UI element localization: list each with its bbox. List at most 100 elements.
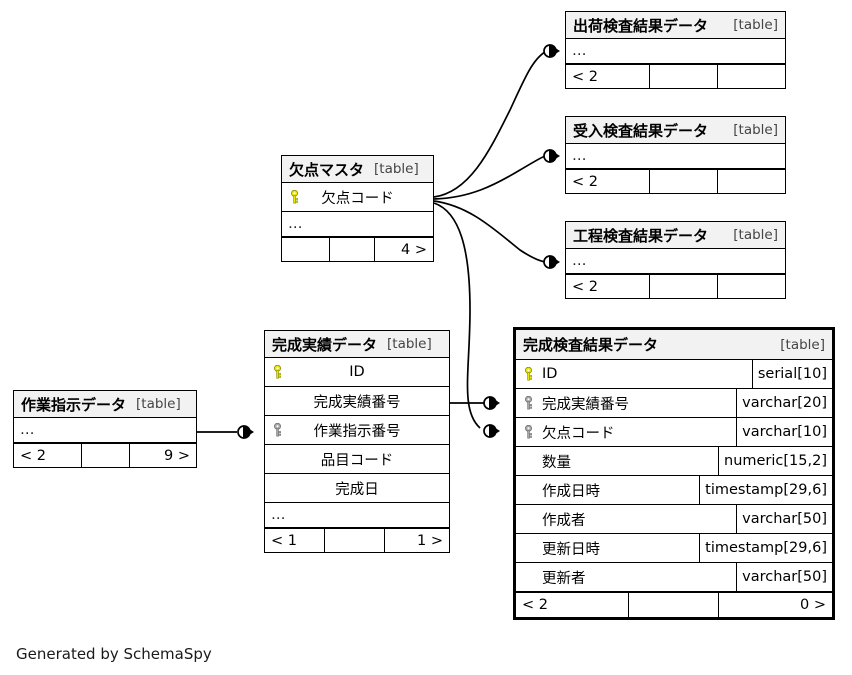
footer-middle xyxy=(325,529,385,552)
column-sakusei-nichiji: 作成日時 xyxy=(516,476,699,504)
table-row[interactable]: 更新日時 timestamp[29,6] xyxy=(516,534,832,563)
table-sagyou-shiji-data[interactable]: 作業指示データ [table] … < 2 9 > xyxy=(13,390,197,468)
footer-children-count: 9 > xyxy=(164,447,190,464)
footer-children-count xyxy=(718,65,785,88)
table-row[interactable]: 品目コード xyxy=(265,445,449,474)
table-row[interactable]: 数量 numeric[15,2] xyxy=(516,447,832,476)
column-label: 作成日時 xyxy=(542,483,600,500)
column-label: 欠点コード xyxy=(321,190,394,207)
table-header: 工程検査結果データ [table] xyxy=(566,222,785,249)
columns-ellipsis: … xyxy=(14,418,196,443)
table-row[interactable]: ID serial[10] xyxy=(516,360,832,389)
table-row[interactable]: ID xyxy=(265,358,449,387)
table-header: 欠点マスタ [table] xyxy=(282,156,433,183)
primary-key-icon xyxy=(274,365,281,379)
column-sakuseisha: 作成者 xyxy=(516,505,736,533)
column-type: varchar[50] xyxy=(736,563,832,591)
footer-children-count: 0 > xyxy=(800,597,826,613)
table-footer: < 2 9 > xyxy=(14,443,196,467)
table-type-tag: [table] xyxy=(136,396,181,412)
column-id: ID xyxy=(516,360,752,388)
column-label: 完成実績番号 xyxy=(313,394,401,411)
table-type-tag: [table] xyxy=(780,336,825,353)
table-type-tag: [table] xyxy=(387,336,432,352)
column-label: 欠点コード xyxy=(542,425,615,442)
table-kansei-jisseki-data[interactable]: 完成実績データ [table] ID 完成実績番号 xyxy=(264,330,450,553)
column-label: 作成者 xyxy=(542,512,586,529)
column-label: ID xyxy=(349,364,365,380)
footer-middle xyxy=(650,170,718,193)
column-ketten-code: 欠点コード xyxy=(516,418,736,446)
column-label: ID xyxy=(542,366,558,382)
footer-parents-count: < 1 xyxy=(265,529,325,552)
column-koushin-nichiji: 更新日時 xyxy=(516,534,699,562)
table-footer: < 2 xyxy=(566,274,785,298)
foreign-key-icon xyxy=(274,423,281,437)
table-title: 作業指示データ xyxy=(21,395,127,414)
table-ketten-master[interactable]: 欠点マスタ [table] 欠点コード … 4 > xyxy=(281,155,434,262)
table-kotei-kensa-kekka-data[interactable]: 工程検査結果データ [table] … < 2 xyxy=(565,221,786,299)
column-kansei-bi: 完成日 xyxy=(265,474,449,502)
table-shukka-kensa-kekka-data[interactable]: 出荷検査結果データ [table] … < 2 xyxy=(565,11,786,89)
footer-parents-count: < 2 xyxy=(566,275,650,298)
column-type: varchar[10] xyxy=(736,418,832,446)
table-row[interactable]: 完成日 xyxy=(265,474,449,503)
table-footer: 4 > xyxy=(282,237,433,261)
table-row[interactable]: 作業指示番号 xyxy=(265,416,449,445)
primary-key-icon xyxy=(291,190,298,204)
column-label: 更新日時 xyxy=(542,541,600,558)
table-title: 完成実績データ xyxy=(272,335,378,354)
edge-shiji-to-jisseki xyxy=(197,425,254,439)
columns-ellipsis: … xyxy=(265,503,449,528)
footer-children-count xyxy=(718,275,785,298)
table-row[interactable]: 作成日時 timestamp[29,6] xyxy=(516,476,832,505)
column-ketten-code: 欠点コード xyxy=(282,183,433,211)
table-row[interactable]: 完成実績番号 varchar[20] xyxy=(516,389,832,418)
table-kansei-kensa-kekka-data[interactable]: 完成検査結果データ [table] ID serial[10] 完 xyxy=(513,327,835,620)
table-row[interactable]: 更新者 varchar[50] xyxy=(516,563,832,592)
table-row[interactable]: 作成者 varchar[50] xyxy=(516,505,832,534)
table-title: 完成検査結果データ xyxy=(523,336,659,354)
table-header: 受入検査結果データ [table] xyxy=(566,117,785,144)
footer-middle xyxy=(650,65,718,88)
footer-parents-count xyxy=(282,238,330,261)
table-header: 完成検査結果データ [table] xyxy=(516,330,832,360)
table-footer: < 2 xyxy=(566,64,785,88)
table-title: 欠点マスタ xyxy=(289,160,365,179)
footer-middle xyxy=(629,593,719,617)
footer-children-count: 4 > xyxy=(401,241,427,258)
column-label: 完成実績番号 xyxy=(542,396,629,413)
table-ukeire-kensa-kekka-data[interactable]: 受入検査結果データ [table] … < 2 xyxy=(565,116,786,194)
edge-ketten-to-kotei xyxy=(433,200,560,269)
table-title: 出荷検査結果データ xyxy=(573,16,709,35)
table-footer: < 1 1 > xyxy=(265,528,449,552)
column-sagyou-shiji-bangou: 作業指示番号 xyxy=(265,416,449,444)
footer-parents-count: < 2 xyxy=(14,444,82,467)
column-type: timestamp[29,6] xyxy=(699,534,832,562)
column-id: ID xyxy=(265,358,449,386)
column-koushinsha: 更新者 xyxy=(516,563,736,591)
table-footer: < 2 0 > xyxy=(516,592,832,617)
columns-ellipsis: … xyxy=(566,144,785,169)
foreign-key-icon xyxy=(525,396,532,410)
table-type-tag: [table] xyxy=(733,17,778,33)
columns-ellipsis: … xyxy=(282,212,433,237)
footer-middle xyxy=(650,275,718,298)
column-type: serial[10] xyxy=(751,360,832,388)
table-type-tag: [table] xyxy=(733,227,778,243)
edge-ketten-to-shukka xyxy=(433,44,560,198)
footer-children-count xyxy=(718,170,785,193)
column-type: numeric[15,2] xyxy=(718,447,832,475)
column-suuryou: 数量 xyxy=(516,447,718,475)
column-label: 完成日 xyxy=(335,481,379,498)
table-row[interactable]: 欠点コード varchar[10] xyxy=(516,418,832,447)
table-row[interactable]: 完成実績番号 xyxy=(265,387,449,416)
table-footer: < 2 xyxy=(566,169,785,193)
table-header: 出荷検査結果データ [table] xyxy=(566,12,785,39)
column-type: varchar[50] xyxy=(736,505,832,533)
column-hinmoku-code: 品目コード xyxy=(265,445,449,473)
column-type: varchar[20] xyxy=(736,389,832,417)
footer-middle xyxy=(82,444,130,467)
column-label: 更新者 xyxy=(542,570,586,587)
table-row[interactable]: 欠点コード xyxy=(282,183,433,212)
